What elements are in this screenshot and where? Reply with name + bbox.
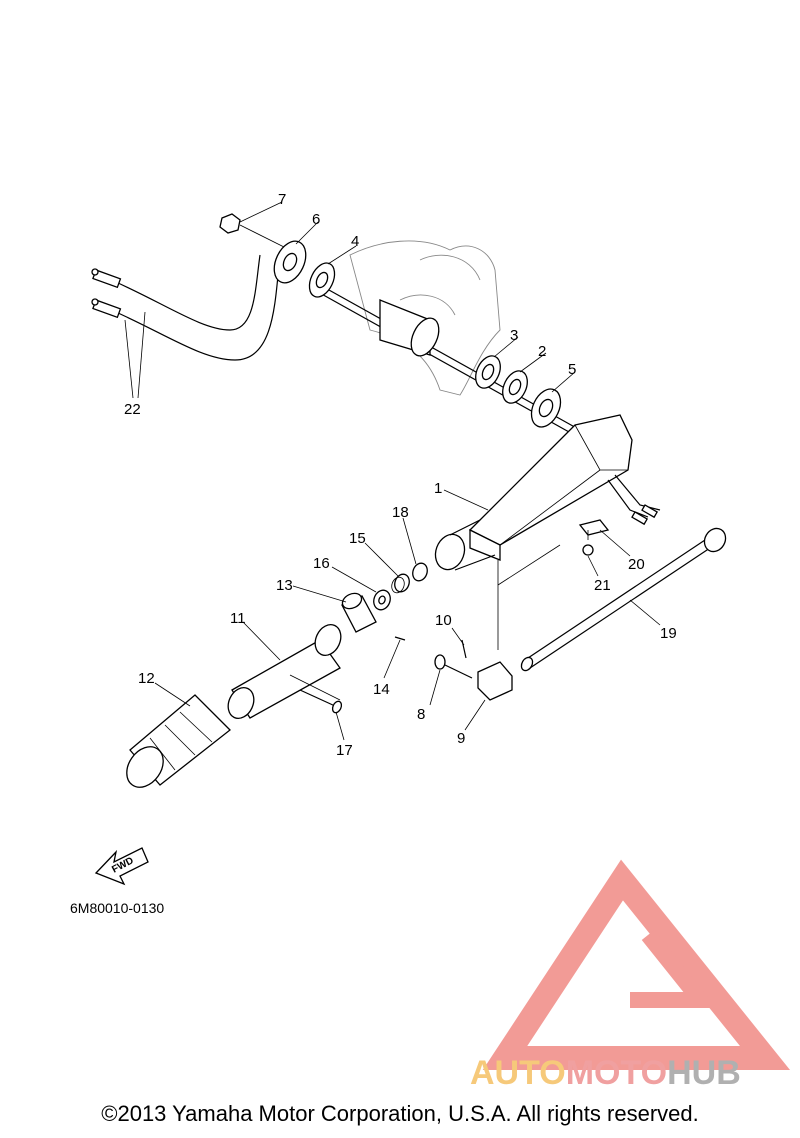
callout-13: 13 xyxy=(276,577,293,594)
callout-labels: 1 2 3 4 5 6 7 8 9 10 11 12 13 14 15 16 1… xyxy=(124,191,677,759)
callout-17: 17 xyxy=(336,742,353,759)
callout-19: 19 xyxy=(660,625,677,642)
automotohub-logo-icon xyxy=(482,859,791,1070)
callout-21: 21 xyxy=(594,577,611,594)
diagram-code: 6M80010-0130 xyxy=(70,900,165,916)
callout-20: 20 xyxy=(628,556,645,573)
brand-part-auto: AUTO xyxy=(470,1054,566,1092)
leader-lines xyxy=(124,201,661,741)
part-14-pin xyxy=(394,636,406,641)
part-7-bolt xyxy=(219,213,291,251)
part-8-screw xyxy=(434,654,473,679)
callout-8: 8 xyxy=(417,706,425,723)
fwd-arrow-icon: FWD xyxy=(94,847,149,886)
callout-12: 12 xyxy=(138,670,155,687)
callout-11: 11 xyxy=(230,610,246,627)
callout-22: 22 xyxy=(124,401,141,418)
callout-14: 14 xyxy=(373,681,390,698)
callout-4: 4 xyxy=(351,233,359,250)
engine-ghost-outline xyxy=(349,240,501,396)
callout-15: 15 xyxy=(349,530,366,547)
callout-10: 10 xyxy=(435,612,452,629)
part-21-screw xyxy=(582,530,594,556)
part-16-washer xyxy=(373,589,391,611)
part-13-collar xyxy=(341,592,377,633)
part-17-screw xyxy=(299,689,343,714)
part-19-rod xyxy=(520,527,727,672)
copyright-notice: ©2013 Yamaha Motor Corporation, U.S.A. A… xyxy=(101,1101,699,1126)
brand-wordmark: AUTOMOTOHUB xyxy=(470,1054,741,1093)
part-5-bushing xyxy=(530,388,562,428)
part-22-cables xyxy=(91,254,281,361)
part-18-nut xyxy=(412,562,428,582)
callout-1: 1 xyxy=(434,480,442,497)
brand-part-moto: MOTO xyxy=(565,1054,668,1092)
callout-6: 6 xyxy=(312,211,320,228)
part-6-flange xyxy=(273,240,307,284)
callout-7: 7 xyxy=(278,191,286,208)
callout-18: 18 xyxy=(392,504,409,521)
part-15-spring xyxy=(391,573,410,594)
callout-3: 3 xyxy=(510,327,518,344)
part-1-steering-arm xyxy=(434,414,661,650)
part-9-bracket xyxy=(477,661,513,701)
callout-16: 16 xyxy=(313,555,330,572)
part-11-grip xyxy=(227,623,342,720)
part-2-washer xyxy=(502,370,528,404)
brand-part-hub: HUB xyxy=(667,1054,741,1092)
part-4-washer xyxy=(308,262,336,298)
callout-9: 9 xyxy=(457,730,465,747)
part-12-knob xyxy=(126,694,231,788)
callout-5: 5 xyxy=(568,361,576,378)
bracket-tube xyxy=(379,299,440,357)
part-20-plate xyxy=(578,519,610,536)
callout-2: 2 xyxy=(538,343,546,360)
part-3-washer xyxy=(475,355,501,389)
